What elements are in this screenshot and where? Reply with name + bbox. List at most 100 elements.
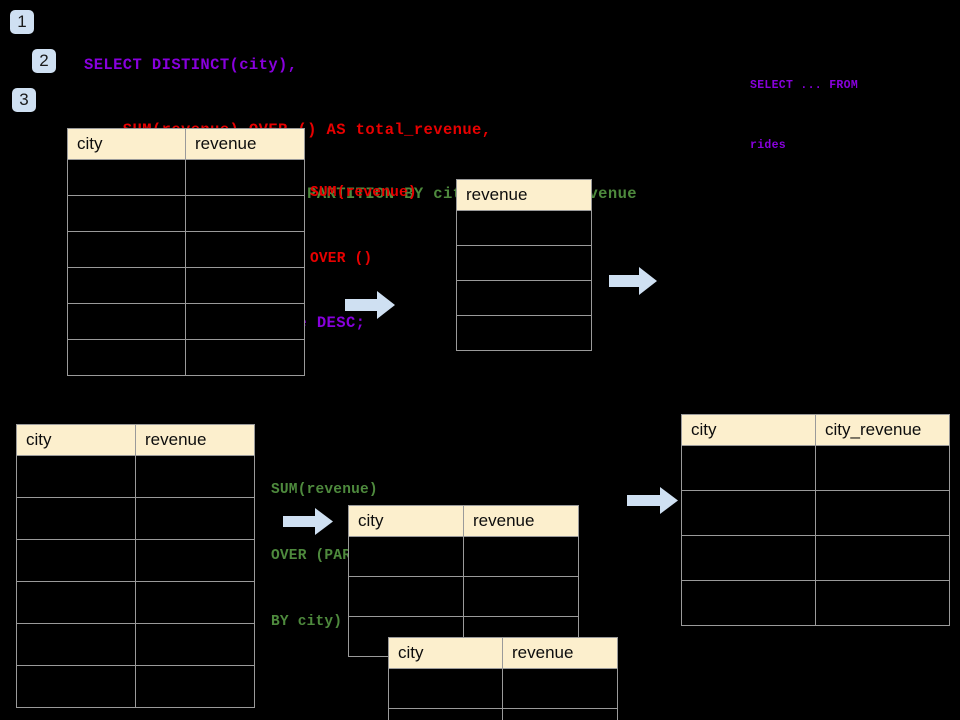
cell-city[interactable] [67,339,186,376]
cell-city[interactable] [681,580,816,626]
table-row[interactable] [16,455,255,498]
cell-city[interactable] [16,623,136,666]
cell-city[interactable] [348,576,464,617]
side-note-select-from: SELECT ... FROM rides [750,36,858,196]
cell-city[interactable] [348,536,464,577]
table-row[interactable] [16,665,255,708]
column-header-city: city [388,637,503,669]
cell-revenue[interactable] [135,455,255,498]
table-row[interactable] [456,315,592,351]
annotation-sum-over-empty: SUM(revenue) OVER () [310,138,417,314]
cell-city[interactable] [681,535,816,581]
cell-revenue[interactable] [135,539,255,582]
cell-revenue[interactable] [135,581,255,624]
table-row[interactable] [67,231,305,268]
table-row[interactable] [456,280,592,316]
table-row[interactable] [348,576,579,617]
table-row[interactable] [456,210,592,246]
rides-source-table[interactable]: city revenue [67,128,305,376]
arrow-partition-to-final-icon [627,487,678,514]
table-row[interactable] [16,497,255,540]
total-revenue-table[interactable]: revenue [456,179,592,351]
column-header-city: city [67,128,186,160]
column-header-city: city [348,505,464,537]
cell-city[interactable] [67,303,186,340]
table-header-row: city city_revenue [681,414,950,446]
annotation-green-line-1: SUM(revenue) [271,482,378,498]
cell-city-revenue[interactable] [815,490,950,536]
column-header-revenue: revenue [456,179,592,211]
partition-group-table-front[interactable]: city revenue [388,637,618,720]
cell-city[interactable] [67,195,186,232]
table-row[interactable] [67,267,305,304]
cell-city-revenue[interactable] [815,535,950,581]
cell-city[interactable] [681,490,816,536]
cell-revenue[interactable] [135,665,255,708]
cell-revenue[interactable] [463,536,579,577]
table-header-row: revenue [456,179,592,211]
cell-revenue[interactable] [185,231,305,268]
cell-revenue[interactable] [185,195,305,232]
cell-city[interactable] [388,708,503,720]
cell-revenue[interactable] [456,280,592,316]
table-row[interactable] [388,708,618,720]
cell-city[interactable] [388,668,503,709]
partition-group-table-back[interactable]: city revenue [348,505,579,657]
table-row[interactable] [16,539,255,582]
cell-city[interactable] [16,539,136,582]
rides-source-table-partitioned[interactable]: city revenue [16,424,255,708]
annotation-red-line-1: SUM(revenue) [310,185,417,201]
final-result-table[interactable]: city city_revenue [681,414,950,626]
table-row[interactable] [456,245,592,281]
table-row[interactable] [67,339,305,376]
step-badge-2: 2 [32,49,56,73]
cell-revenue[interactable] [135,497,255,540]
table-row[interactable] [681,445,950,491]
cell-city-revenue[interactable] [815,445,950,491]
cell-revenue[interactable] [185,159,305,196]
cell-city[interactable] [16,665,136,708]
table-header-row: city revenue [348,505,579,537]
cell-revenue[interactable] [456,210,592,246]
cell-city[interactable] [681,445,816,491]
step-badge-1: 1 [10,10,34,34]
cell-revenue[interactable] [463,576,579,617]
cell-revenue[interactable] [502,708,618,720]
table-row[interactable] [681,535,950,581]
sql-line-1: SELECT DISTINCT(city), [84,56,298,74]
table-header-row: city revenue [16,424,255,456]
cell-city[interactable] [16,497,136,540]
arrow-source-to-total-icon [345,291,395,319]
column-header-revenue: revenue [185,128,305,160]
table-row[interactable] [67,195,305,232]
annotation-red-line-2: OVER () [310,251,373,267]
cell-revenue[interactable] [185,339,305,376]
cell-revenue[interactable] [456,315,592,351]
cell-revenue[interactable] [185,267,305,304]
cell-city-revenue[interactable] [815,580,950,626]
table-row[interactable] [67,303,305,340]
step-badge-3: 3 [12,88,36,112]
cell-revenue[interactable] [456,245,592,281]
column-header-revenue: revenue [463,505,579,537]
table-row[interactable] [388,668,618,709]
arrow-total-to-final-icon [609,267,657,295]
cell-revenue[interactable] [502,668,618,709]
column-header-revenue: revenue [135,424,255,456]
table-row[interactable] [681,490,950,536]
table-row[interactable] [16,581,255,624]
table-row[interactable] [67,159,305,196]
cell-city[interactable] [16,455,136,498]
side-note-line-2: rides [750,139,787,152]
table-row[interactable] [348,536,579,577]
column-header-revenue: revenue [502,637,618,669]
cell-city[interactable] [67,267,186,304]
cell-city[interactable] [67,159,186,196]
cell-revenue[interactable] [185,303,305,340]
arrow-source-to-partition-icon [283,508,333,535]
cell-city[interactable] [67,231,186,268]
cell-city[interactable] [16,581,136,624]
cell-revenue[interactable] [135,623,255,666]
table-row[interactable] [16,623,255,666]
table-row[interactable] [681,580,950,626]
